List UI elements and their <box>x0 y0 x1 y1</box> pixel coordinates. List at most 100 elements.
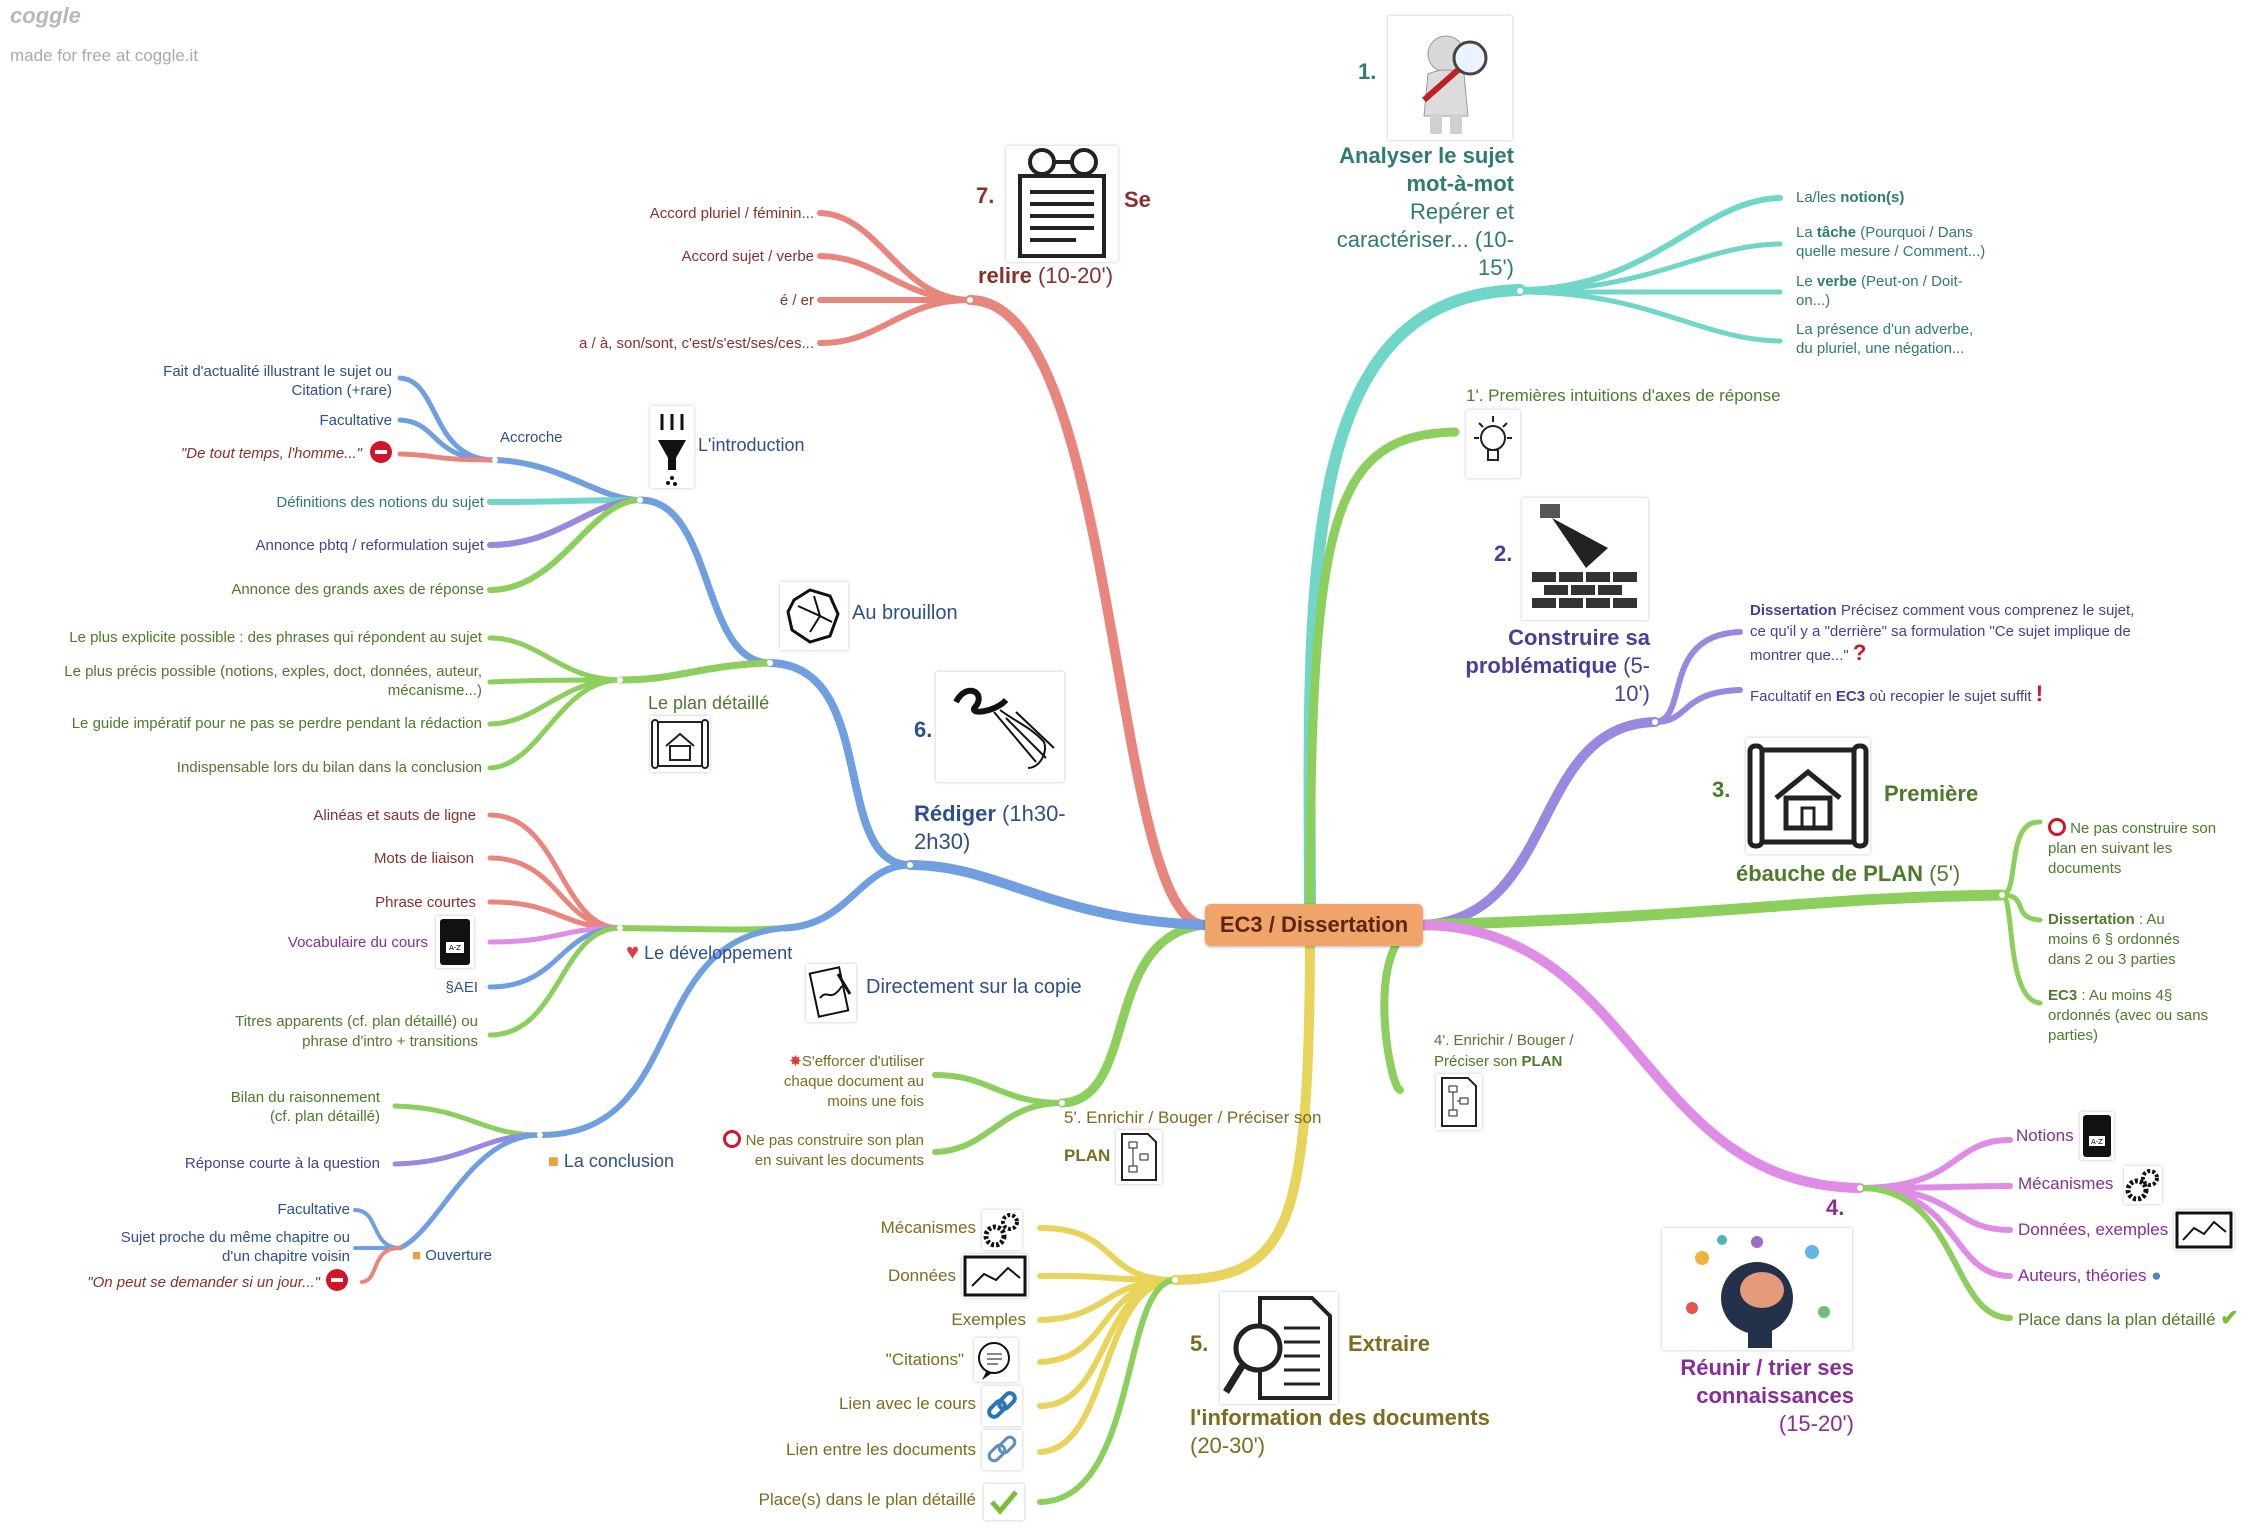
branch-7-title-line1[interactable]: Se <box>1124 187 1151 212</box>
developpement-label[interactable]: ♥ Le développement <box>626 939 793 964</box>
dev-item-phrases[interactable]: Phrase courtes <box>375 894 476 911</box>
branch-1-item-notions[interactable]: La/les notion(s) <box>1796 189 1905 206</box>
branch-7-item-pluriel[interactable]: Accord pluriel / féminin... <box>649 205 814 222</box>
branch-5-item-donnees[interactable]: Données <box>887 1266 956 1285</box>
branch-1-item-adverbe[interactable]: La présence d'un adverbe,du pluriel, une… <box>1796 321 1974 357</box>
brouillon-label[interactable]: Au brouillon <box>852 602 958 624</box>
branch-4-main <box>1420 920 1865 1193</box>
branch-6-title-line1[interactable]: Rédiger (1h30- <box>914 801 1066 826</box>
branch-3-title-line1[interactable]: Première <box>1884 781 1979 806</box>
branch-1-title-line1[interactable]: Analyser le sujet <box>1339 143 1514 168</box>
branch-1p-label[interactable]: 1'. Premières intuitions d'axes de répon… <box>1466 386 1781 405</box>
plan-item-guide[interactable]: Le guide impératif pour ne pas se perdre… <box>71 715 482 732</box>
accroche-label[interactable]: Accroche <box>500 429 563 446</box>
branch-1-item-verbe[interactable]: Le verbe (Peut-on / Doit-on...) <box>1796 273 1963 309</box>
branch-7-item-homophones[interactable]: a / à, son/sont, c'est/s'est/ses/ces... <box>579 335 814 352</box>
branch-5-title-line2[interactable]: l'information des documents <box>1190 1405 1490 1430</box>
branch-4-item-place[interactable]: Place dans la plan détaillé ✔ <box>2018 1305 2239 1330</box>
dev-item-mots-liaison[interactable]: Mots de liaison <box>373 850 474 867</box>
writing-hand-icon <box>936 672 1064 782</box>
branch-4-item-auteurs[interactable]: Auteurs, théories ● <box>2018 1266 2162 1285</box>
plan-item-precis[interactable]: Le plus précis possible (notions, exples… <box>64 663 482 699</box>
branch-2-item-dissertation[interactable]: Dissertation Précisez comment vous compr… <box>1750 602 2135 665</box>
branch-5p-main <box>1057 920 1210 1108</box>
house-plan-icon <box>650 716 710 772</box>
intro-item-annonce-axes[interactable]: Annonce des grands axes de réponse <box>231 581 484 598</box>
intro-item-annonce-pbtq[interactable]: Annonce pbtq / reformulation sujet <box>255 537 484 554</box>
made-with-coggle-link[interactable]: made for free at coggle.it <box>10 46 199 65</box>
brain-knowledge-icon <box>1662 1228 1852 1350</box>
branch-3-title-line2[interactable]: ébauche de PLAN (5') <box>1736 861 1961 886</box>
branch-7-item-accord[interactable]: Accord sujet / verbe <box>681 248 814 265</box>
chart-screen-icon <box>962 1254 1028 1298</box>
branch-4-item-notions[interactable]: Notions <box>2016 1126 2074 1145</box>
intro-item-definitions[interactable]: Définitions des notions du sujet <box>276 494 484 511</box>
ouverture-label[interactable]: ■ Ouverture <box>412 1247 492 1264</box>
svg-text:A-Z: A-Z <box>2091 1138 2103 1146</box>
plan-item-explicite[interactable]: Le plus explicite possible : des phrases… <box>69 629 482 646</box>
branch-1p-main <box>1305 427 1460 930</box>
branch-5-item-exemples[interactable]: Exemples <box>951 1310 1026 1329</box>
branch-5-title-line1[interactable]: Extraire <box>1348 1331 1430 1356</box>
question-mark-icon: ? <box>1852 640 1867 665</box>
branch-2-title-line1[interactable]: Construire sa <box>1508 625 1650 650</box>
lock-icon: ■ <box>548 1151 559 1171</box>
branch-4-item-donnees[interactable]: Données, exemples <box>2018 1220 2169 1239</box>
accroche-item-de-tout-temps[interactable]: "De tout temps, l'homme..." <box>180 445 362 462</box>
branch-6-main <box>905 860 1210 930</box>
branch-5-number: 5. <box>1190 1331 1209 1356</box>
branch-5-item-citations[interactable]: "Citations" <box>885 1350 964 1369</box>
ouverture-item-on-peut[interactable]: "On peut se demander si un jour..." <box>87 1274 320 1291</box>
dev-item-vocabulaire[interactable]: Vocabulaire du cours <box>287 934 428 951</box>
intro-label[interactable]: L'introduction <box>698 435 805 455</box>
branch-7-title-line2[interactable]: relire (10-20') <box>978 263 1114 288</box>
magnifier-figure-icon <box>1388 16 1512 140</box>
flowchart-doc-icon <box>1116 1130 1162 1184</box>
dev-item-aei[interactable]: §AEI <box>445 979 478 996</box>
accroche-item-facultative[interactable]: Facultative <box>319 412 392 429</box>
concl-item-reponse[interactable]: Réponse courte à la question <box>184 1155 380 1172</box>
branch-7-item-e-er[interactable]: é / er <box>779 292 814 309</box>
branch-5-item-lien-docs[interactable]: Lien entre les documents <box>786 1440 976 1459</box>
ouverture-item-facultative[interactable]: Facultative <box>277 1201 350 1218</box>
branch-1-subtitle-line2: caractériser... (10- <box>1336 227 1514 252</box>
conclusion-label[interactable]: ■ La conclusion <box>548 1151 674 1171</box>
copie-label[interactable]: Directement sur la copie <box>866 976 1082 998</box>
branch-4p-label[interactable]: 4'. Enrichir / Bouger /Préciser son PLAN <box>1434 1032 1574 1070</box>
crumpled-paper-icon <box>780 582 848 650</box>
unlock-icon: ■ <box>412 1247 422 1264</box>
plan-detaille-label[interactable]: Le plan détaillé <box>648 693 770 713</box>
branch-5p-label[interactable]: 5'. Enrichir / Bouger / Préciser son <box>1064 1108 1322 1127</box>
dev-item-alineas[interactable]: Alinéas et sauts de ligne <box>313 807 476 824</box>
branch-5p-label-plan[interactable]: PLAN <box>1064 1146 1111 1165</box>
coggle-logo[interactable]: coggle <box>10 3 81 28</box>
branch-2-title-line2[interactable]: problématique (5- <box>1465 653 1650 678</box>
branch-6-number: 6. <box>914 717 933 742</box>
check-icon: ✔ <box>2220 1305 2239 1330</box>
house-plan-icon <box>1746 738 1870 854</box>
central-node[interactable]: EC3 / Dissertation <box>1205 904 1423 946</box>
branch-4-title-line2[interactable]: connaissances <box>1696 1383 1854 1408</box>
branch-4-title-line1[interactable]: Réunir / trier ses <box>1680 1355 1854 1380</box>
branch-5-item-mecanismes[interactable]: Mécanismes <box>880 1218 976 1237</box>
branch-3-number: 3. <box>1712 777 1731 802</box>
concl-item-bilan[interactable]: Bilan du raisonnement(cf. plan détaillé) <box>230 1089 380 1125</box>
branch-2-item-facultatif[interactable]: Facultatif en EC3 où recopier le sujet s… <box>1750 681 2044 706</box>
branch-1-title-line2[interactable]: mot-à-mot <box>1406 171 1514 196</box>
branch-5-item-place[interactable]: Place(s) dans le plan détaillé <box>758 1490 976 1509</box>
forbidden-icon <box>2048 818 2066 836</box>
branch-4-item-mecanismes[interactable]: Mécanismes <box>2018 1174 2114 1193</box>
plan-item-bilan[interactable]: Indispensable lors du bilan dans la conc… <box>176 759 482 776</box>
reading-glasses-document-icon <box>1006 146 1118 262</box>
branch-5-item-lien-cours[interactable]: Lien avec le cours <box>838 1394 976 1413</box>
